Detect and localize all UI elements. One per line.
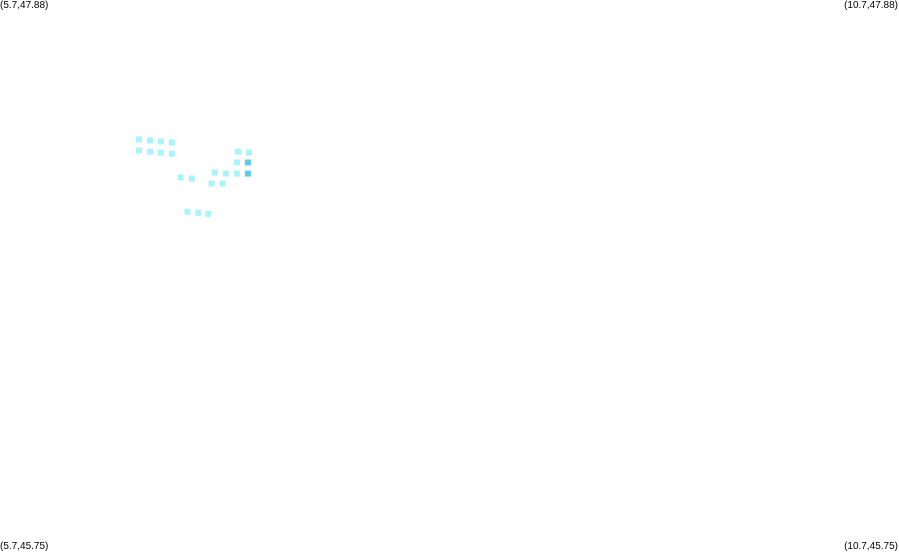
map-cell-5 (147, 148, 153, 155)
map-cell-10 (234, 159, 240, 166)
map-cell-8 (235, 148, 242, 155)
corner-label-top-right: (10.7,47.88) (844, 0, 898, 11)
map-cell-17 (188, 175, 195, 182)
map-cell-6 (157, 149, 164, 156)
map-cell-4 (136, 147, 142, 154)
map-cell-18 (208, 180, 215, 187)
map-cell-2 (157, 138, 164, 145)
map-cell-3 (168, 139, 175, 146)
map-cell-1 (147, 137, 153, 144)
map-cell-13 (222, 170, 229, 177)
map-cell-22 (205, 210, 212, 217)
map-cell-21 (195, 209, 202, 216)
map-cell-0 (136, 136, 142, 143)
map-cell-9 (246, 149, 252, 156)
map-cell-20 (184, 208, 191, 215)
corner-label-bottom-right: (10.7,45.75) (844, 541, 898, 552)
map-cell-19 (219, 180, 226, 187)
map-cell-7 (168, 150, 175, 157)
map-cell-11 (244, 159, 251, 166)
map-cell-14 (234, 170, 240, 177)
corner-label-bottom-left: (5.7,45.75) (0, 541, 49, 552)
map-cell-16 (177, 174, 184, 181)
map-cell-15 (244, 170, 251, 177)
map-cell-12 (211, 169, 218, 176)
corner-label-top-left: (5.7,47.88) (0, 0, 49, 11)
